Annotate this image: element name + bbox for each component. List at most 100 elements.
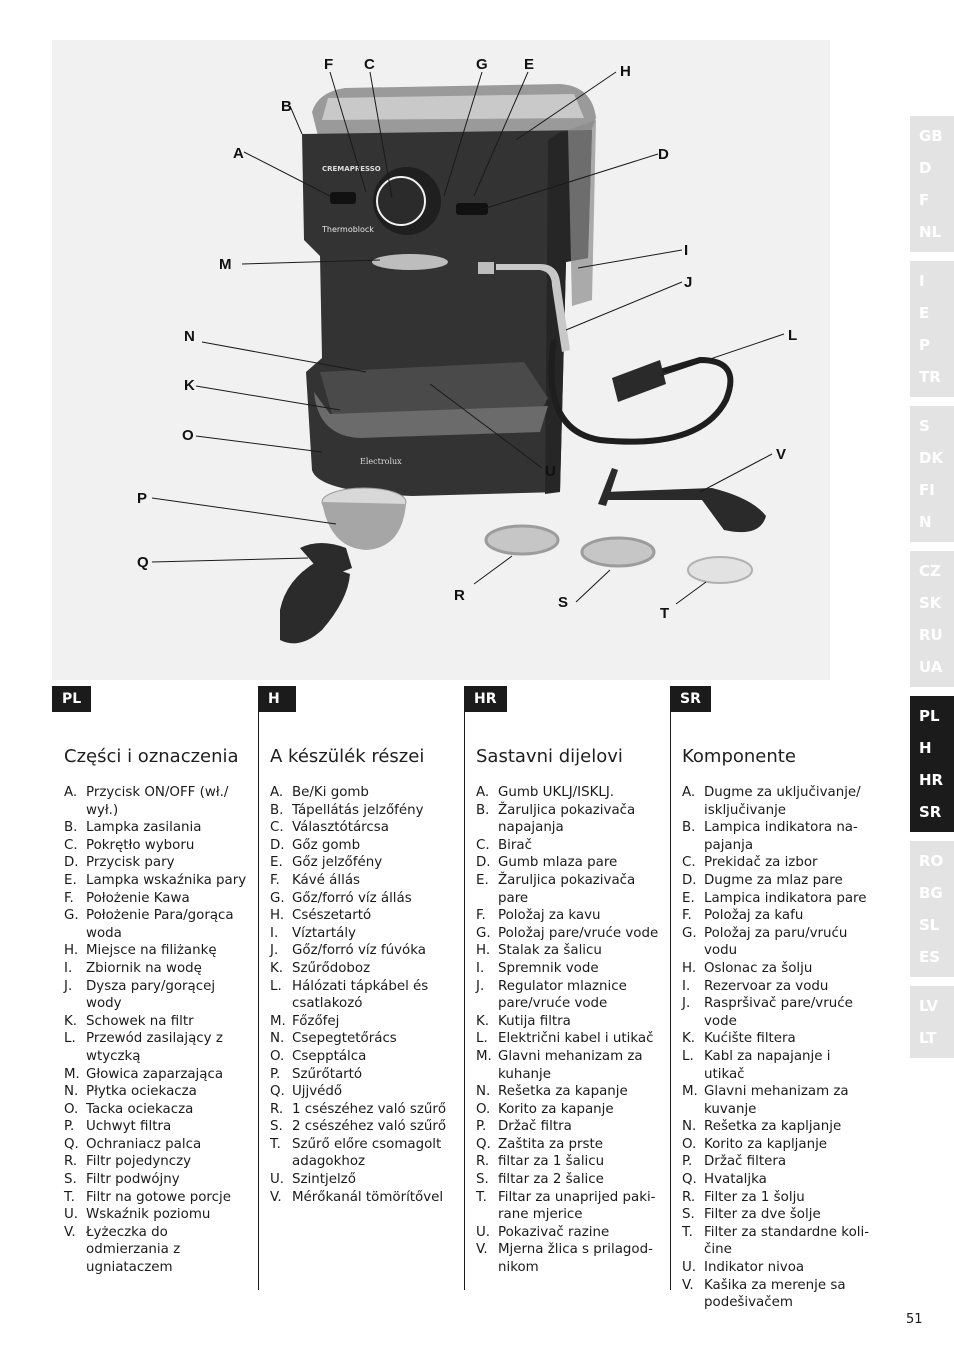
language-group: CZ SK RU UA	[910, 551, 954, 687]
language-code[interactable]: E	[919, 304, 930, 322]
column-divider	[670, 686, 671, 1290]
thermoblock-text: Thermoblock	[321, 225, 374, 234]
item-text: Választótárcsa	[292, 820, 389, 836]
list-item: V.Łyżeczka do odmierzania z ugniataczem	[64, 1224, 252, 1277]
language-code[interactable]: P	[919, 336, 930, 354]
item-letter: Q.	[682, 1172, 697, 1188]
item-letter: D.	[64, 855, 79, 871]
item-letter: C.	[682, 855, 696, 871]
filter-pod	[687, 556, 753, 584]
item-text: Przycisk pary	[86, 855, 175, 871]
item-letter: O.	[682, 1136, 697, 1152]
language-code[interactable]: F	[919, 191, 930, 209]
item-letter: B.	[64, 820, 78, 836]
item-letter: L.	[64, 1031, 76, 1047]
item-text: Žaruljica pokazivača pare	[498, 872, 636, 906]
language-code[interactable]: RO	[919, 852, 944, 870]
language-code[interactable]: LV	[919, 997, 939, 1015]
item-text: Tacka ociekacza	[86, 1101, 194, 1117]
language-code[interactable]: H	[919, 739, 932, 757]
portafilter-body	[322, 502, 406, 550]
list-item: T.Filtr na gotowe porcje	[64, 1189, 252, 1207]
callout-r: R	[454, 587, 465, 604]
language-code[interactable]: TR	[919, 368, 941, 386]
list-item: F.Položaj za kavu	[476, 907, 664, 925]
language-code[interactable]: FI	[919, 481, 935, 499]
item-text: Łyżeczka do odmierzania z ugniataczem	[86, 1224, 181, 1276]
item-text: Szintjelző	[292, 1172, 356, 1188]
list-item: R.Filter za 1 šolju	[682, 1189, 870, 1207]
item-letter: G.	[476, 925, 491, 941]
list-item: J.Gőz/forró víz fúvóka	[270, 942, 458, 960]
coffee-machine-drawing: CREMAPRESSO Thermoblock Electrolux	[151, 71, 785, 644]
list-item: A.Gumb UKLJ/ISKLJ.	[476, 784, 664, 802]
item-letter: I.	[476, 960, 485, 976]
item-letter: U.	[270, 1172, 285, 1188]
item-letter: D.	[270, 837, 285, 853]
list-item: P.Držač filtera	[682, 1153, 870, 1171]
language-code[interactable]: DK	[919, 449, 944, 467]
language-code[interactable]: SR	[919, 803, 942, 821]
item-text: Płytka ociekacza	[86, 1084, 197, 1100]
filter-double	[580, 536, 656, 568]
language-code[interactable]: CZ	[919, 562, 941, 580]
language-code[interactable]: N	[919, 513, 932, 531]
item-text: Korito za kapljanje	[704, 1136, 828, 1152]
callout-n: N	[184, 328, 195, 345]
item-letter: H.	[270, 908, 285, 924]
item-letter: H.	[476, 943, 491, 959]
language-code[interactable]: BG	[919, 884, 943, 902]
language-code[interactable]: HR	[919, 771, 944, 789]
item-letter: K.	[682, 1031, 696, 1047]
item-letter: B.	[270, 802, 284, 818]
list-item: F.Położenie Kawa	[64, 890, 252, 908]
list-item: A.Be/Ki gomb	[270, 784, 458, 802]
list-item: G.Gőz/forró víz állás	[270, 890, 458, 908]
item-text: Gőz/forró víz állás	[292, 890, 412, 906]
callout-t: T	[660, 605, 670, 622]
item-letter: M.	[682, 1084, 698, 1100]
language-code[interactable]: LT	[919, 1029, 937, 1047]
item-letter: I.	[64, 960, 73, 976]
callout-o: O	[182, 427, 194, 444]
item-text: Dysza pary/gorącej wody	[86, 978, 216, 1012]
item-text: Wskaźnik poziomu	[86, 1207, 211, 1223]
list-item: U.Pokazivač razine	[476, 1224, 664, 1242]
language-code[interactable]: I	[919, 272, 925, 290]
item-letter: L.	[476, 1031, 488, 1047]
language-code[interactable]: PL	[919, 707, 940, 725]
language-code[interactable]: GB	[919, 127, 943, 145]
water-tank	[568, 120, 596, 306]
item-letter: F.	[476, 908, 486, 924]
list-item: K.Szűrődoboz	[270, 960, 458, 978]
item-text: Uchwyt filtra	[86, 1119, 172, 1135]
item-text: Držač filtera	[704, 1154, 787, 1170]
language-code[interactable]: SL	[919, 916, 940, 934]
list-item: J.Dysza pary/gorącej wody	[64, 978, 252, 1013]
callout-k: K	[184, 377, 195, 394]
list-item: R.Filtr pojedynczy	[64, 1153, 252, 1171]
item-text: filtar za 1 šalicu	[498, 1154, 605, 1170]
language-code[interactable]: S	[919, 417, 930, 435]
language-code[interactable]: SK	[919, 594, 942, 612]
item-text: Položaj pare/vruće vode	[498, 925, 659, 941]
item-text: Kućište filtera	[704, 1031, 796, 1047]
language-code[interactable]: D	[919, 159, 932, 177]
item-text: Położenie Para/gorąca woda	[86, 908, 234, 941]
list-item: J.Regulator mlaznice pare/vruće vode	[476, 978, 664, 1013]
steam-wand-knob	[478, 262, 494, 274]
list-item: N.Rešetka za kapanje	[476, 1083, 664, 1101]
item-text: Hvataljka	[704, 1172, 767, 1188]
cup-tray-top	[322, 94, 584, 120]
language-code[interactable]: NL	[919, 223, 942, 241]
callout-j: J	[684, 274, 693, 291]
item-letter: K.	[476, 1013, 490, 1029]
language-code[interactable]: ES	[919, 948, 941, 966]
list-item: H.Stalak za šalicu	[476, 942, 664, 960]
item-text: Električni kabel i utikač	[498, 1031, 654, 1047]
language-code[interactable]: UA	[919, 658, 943, 676]
language-code[interactable]: RU	[919, 626, 943, 644]
item-letter: T.	[64, 1189, 75, 1205]
